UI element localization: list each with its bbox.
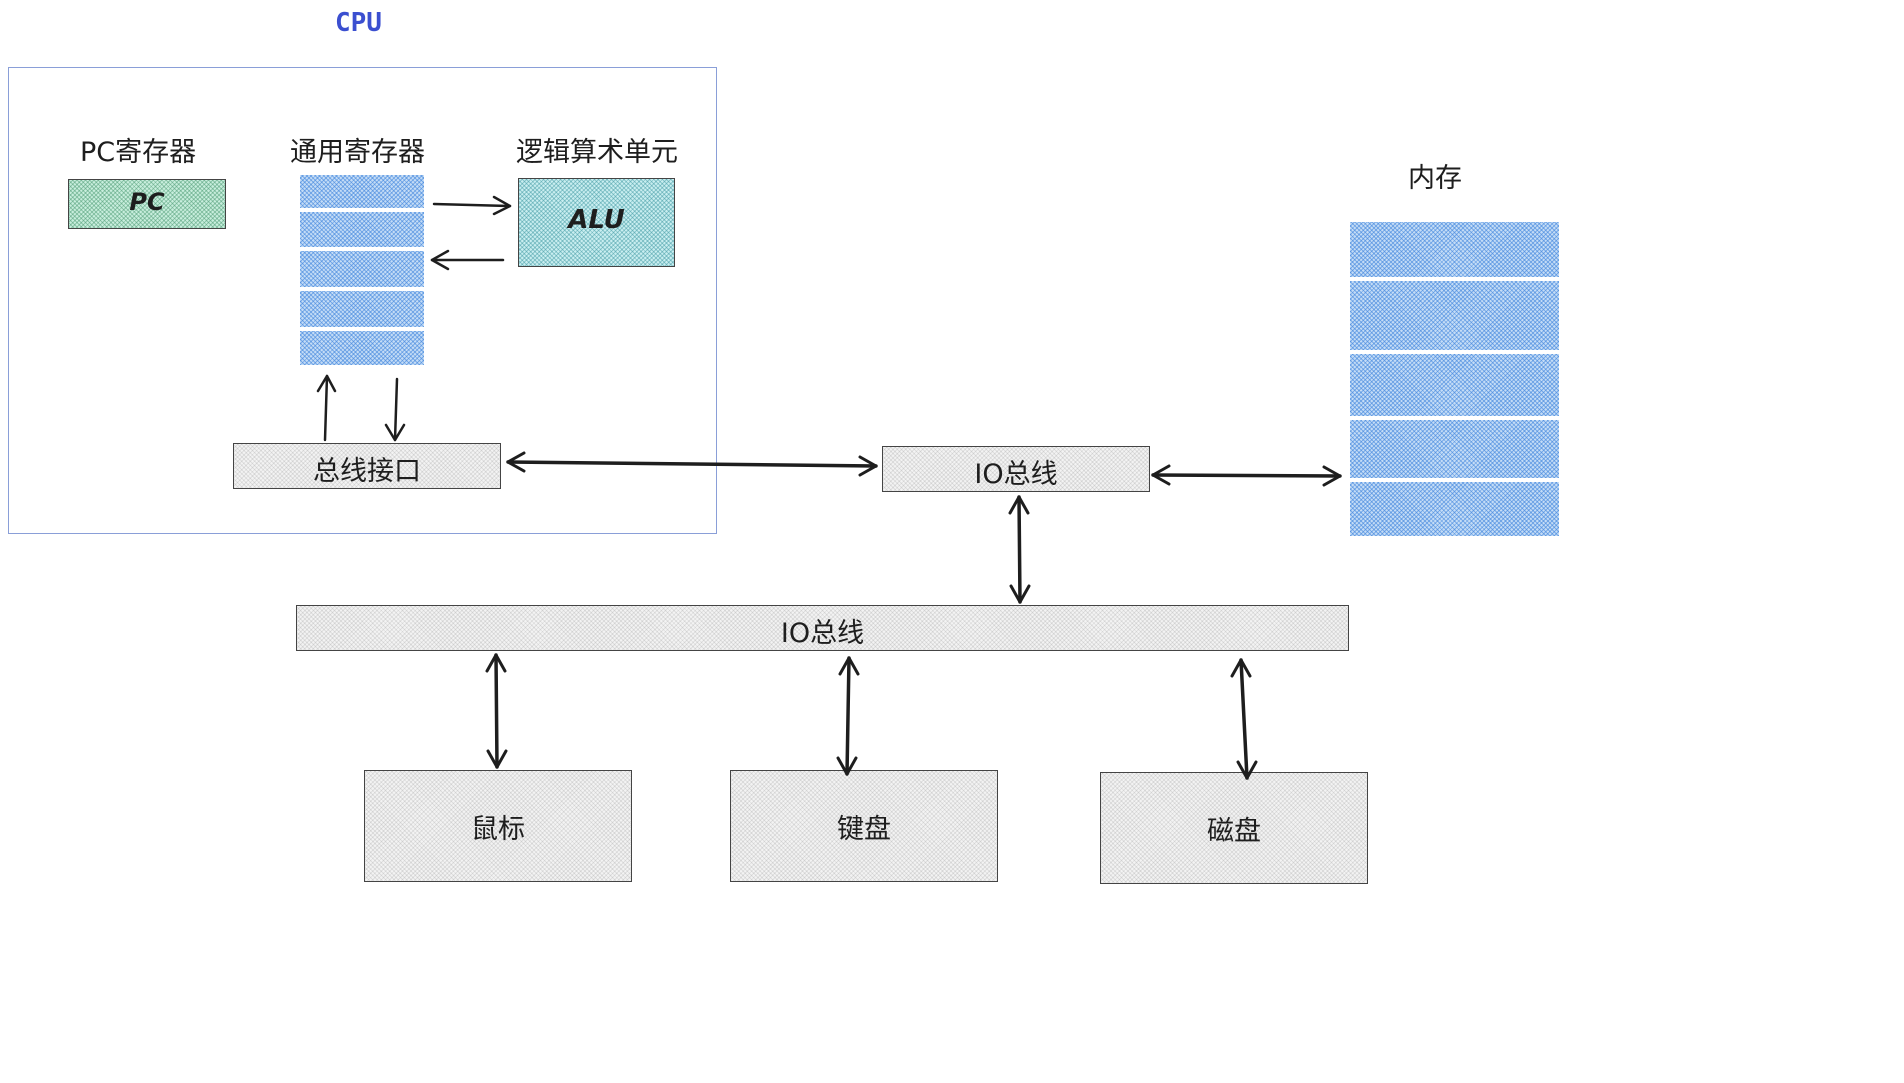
arrow-io-bus-mouse-head-bottom	[486, 749, 508, 769]
arrow-io-bus-disk-head-top	[1230, 658, 1252, 678]
arrow-io-bus-keyboard-head-bottom	[836, 756, 858, 776]
mouse-box: 鼠标	[364, 770, 632, 882]
disk-label: 磁盘	[1207, 816, 1261, 847]
arrow-bus-to-registers	[323, 374, 329, 442]
io-bus-main-box: IO总线	[296, 605, 1349, 651]
general-registers-label: 通用寄存器	[290, 137, 425, 168]
io-bus-upper-box: IO总线	[882, 446, 1150, 492]
arrow-io-bus-disk-head-bottom	[1236, 760, 1258, 780]
arrow-registers-to-alu	[432, 202, 512, 208]
mouse-label: 鼠标	[471, 814, 525, 845]
arrow-bus-interface-io-bus-head-right	[858, 455, 878, 477]
io-bus-main-label: IO总线	[780, 618, 865, 649]
register-cell	[300, 331, 424, 365]
cpu-title: CPU	[335, 8, 382, 38]
arrow-bus-to-registers-head	[316, 374, 337, 393]
arrow-io-bus-mouse	[494, 653, 499, 769]
arrow-registers-to-bus-head	[384, 423, 406, 442]
arrow-io-bus-memory	[1151, 473, 1342, 478]
register-cell	[300, 175, 424, 208]
arrow-io-bus-memory-head-left	[1151, 464, 1171, 486]
pc-register-box-label: PC	[129, 188, 165, 216]
cpu-frame	[8, 67, 717, 534]
disk-box: 磁盘	[1100, 772, 1368, 884]
register-cell	[300, 212, 424, 247]
arrow-alu-to-registers-head	[430, 249, 450, 271]
memory-cell	[1350, 281, 1559, 350]
alu-box-label: ALU	[568, 205, 625, 235]
keyboard-label: 键盘	[837, 814, 891, 845]
arrow-io-bus-vertical-head-top	[1008, 495, 1030, 515]
io-bus-upper-label: IO总线	[974, 459, 1058, 490]
memory-block	[1350, 222, 1559, 536]
memory-label: 内存	[1408, 163, 1462, 194]
arrow-registers-to-bus	[393, 377, 399, 442]
arrow-io-bus-keyboard-head-top	[838, 656, 860, 676]
arrow-bus-interface-io-bus-head-left	[506, 451, 526, 473]
arrow-registers-to-alu-head	[492, 195, 512, 216]
arrow-io-bus-vertical-head-bottom	[1009, 584, 1031, 604]
arrow-io-bus-vertical	[1017, 495, 1022, 604]
connector-arrows	[316, 195, 1342, 780]
alu-label: 逻辑算术单元	[516, 137, 678, 168]
memory-cell	[1350, 222, 1559, 277]
arrow-io-bus-mouse-head-top	[485, 653, 507, 673]
memory-cell	[1350, 482, 1559, 536]
arrow-bus-interface-io-bus	[506, 460, 878, 468]
bus-interface-label: 总线接口	[313, 456, 421, 487]
memory-cell	[1350, 420, 1559, 478]
pc-register-box: PC	[68, 179, 226, 229]
arrow-io-bus-keyboard	[845, 656, 851, 776]
keyboard-box: 键盘	[730, 770, 998, 882]
pc-register-label: PC寄存器	[80, 137, 197, 168]
register-cell	[300, 251, 424, 287]
register-cell	[300, 291, 424, 327]
arrow-io-bus-disk	[1239, 658, 1249, 780]
arrow-io-bus-memory-head-right	[1322, 465, 1342, 487]
general-registers	[300, 175, 424, 365]
bus-interface-box: 总线接口	[233, 443, 501, 489]
memory-cell	[1350, 354, 1559, 416]
alu-box: ALU	[518, 178, 675, 267]
